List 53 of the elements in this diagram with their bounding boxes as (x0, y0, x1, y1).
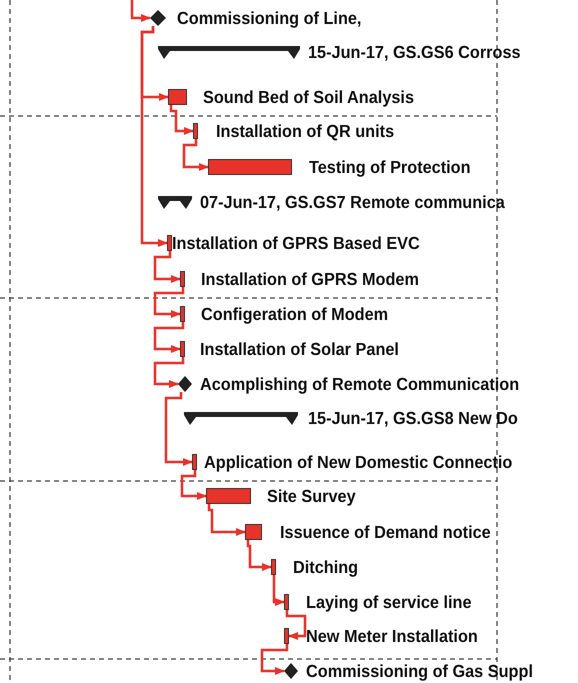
task-label: 07-Jun-17, GS.GS7 Remote communica (200, 191, 505, 213)
task-bar (284, 594, 289, 610)
task-label: Application of New Domestic Connectio (204, 451, 512, 473)
task-label: Installation of GPRS Based EVC (172, 232, 420, 254)
task-bar (206, 488, 251, 504)
task-label: Issuence of Demand notice (280, 521, 491, 543)
task-label: Commissioning of Line, (177, 7, 362, 29)
summary-bar (158, 194, 192, 210)
task-label: Configeration of Modem (201, 303, 388, 325)
dependency-arrow (170, 105, 194, 135)
task-label: Installation of GPRS Modem (201, 268, 419, 290)
dependency-arrow (154, 322, 184, 353)
dependency-arrow (140, 26, 168, 247)
task-label: Ditching (293, 556, 358, 578)
task-bar (192, 454, 197, 470)
task-label: Sound Bed of Soil Analysis (203, 86, 414, 108)
milestone-diamond (178, 376, 192, 392)
dependency-arrow (208, 504, 246, 536)
task-bar (180, 271, 185, 287)
dependency-arrow (272, 575, 285, 606)
task-label: 15-Jun-17, GS.GS8 New Do (308, 407, 518, 429)
task-label: Installation of QR units (216, 120, 394, 142)
task-bar (167, 235, 172, 251)
dependency-arrow (246, 540, 272, 571)
dependency-arrow (164, 392, 193, 466)
task-bar (271, 559, 276, 575)
dependency-arrow (154, 287, 184, 318)
dependency-arrow (180, 470, 207, 500)
task-bar (245, 524, 262, 540)
dependency-arrow (260, 644, 288, 675)
task-bar (193, 123, 198, 139)
dependency-arrow (182, 139, 209, 171)
milestone-diamond (150, 10, 166, 26)
task-label: Testing of Protection (309, 156, 471, 178)
summary-bar (158, 44, 300, 60)
milestone-diamond (284, 663, 298, 679)
summary-bar (184, 410, 298, 426)
task-label: New Meter Installation (306, 625, 478, 647)
task-label: 15-Jun-17, GS.GS6 Corross (308, 41, 521, 63)
task-label: Commissioning of Gas Suppl (306, 660, 533, 682)
task-label: Acomplishing of Remote Communication (200, 373, 520, 395)
task-label: Installation of Solar Panel (200, 338, 399, 360)
task-bar (208, 159, 292, 175)
task-label: Laying of service line (306, 591, 472, 613)
dependency-arrow (286, 610, 306, 640)
task-bar (284, 628, 289, 644)
task-bar (168, 89, 187, 105)
task-bar (180, 306, 185, 322)
task-bar (180, 341, 185, 357)
dependency-arrow (130, 0, 151, 22)
task-label: Site Survey (267, 485, 356, 507)
dependency-arrow (154, 357, 184, 388)
dependency-arrow (154, 251, 181, 283)
